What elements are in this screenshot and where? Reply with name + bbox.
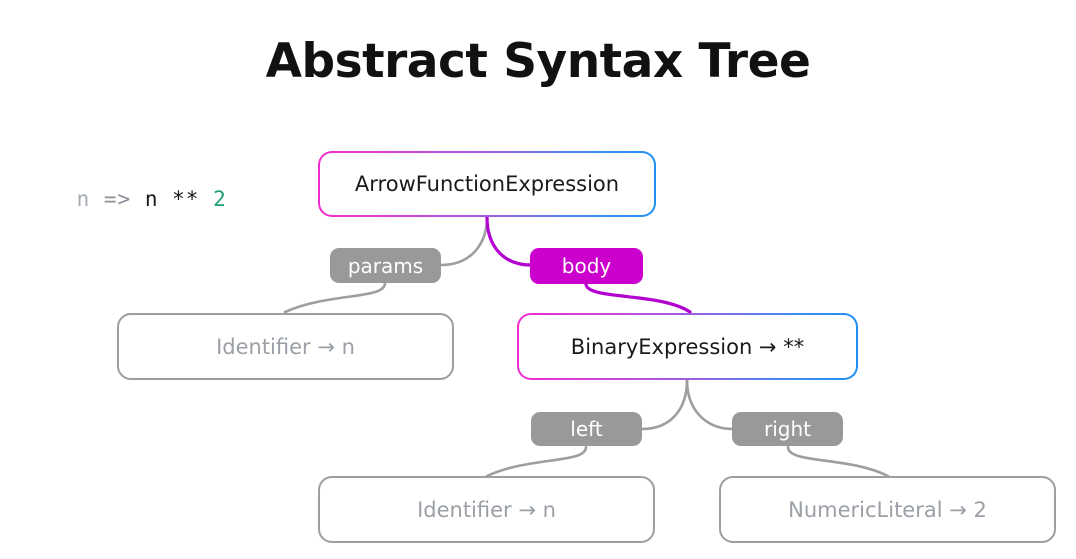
code-snippet: n => n ** 2 — [22, 163, 227, 235]
code-token-parameter: n — [76, 187, 91, 211]
edge-label-params[interactable]: params — [330, 248, 441, 283]
edge-path-body-to-child — [584, 282, 692, 314]
code-token-arrow-operator: => — [103, 187, 132, 211]
node-arrow-function-expression[interactable]: ArrowFunctionExpression — [318, 151, 656, 217]
node-identifier-left[interactable]: Identifier → n — [318, 476, 655, 543]
edge-path-params-to-child — [283, 281, 387, 314]
edge-label-body[interactable]: body — [530, 248, 643, 284]
edge-path-right — [685, 378, 735, 431]
node-binary-expression[interactable]: BinaryExpression → ** — [517, 313, 858, 380]
edge-path-left — [640, 378, 689, 431]
edge-label-left[interactable]: left — [531, 412, 642, 446]
edge-path-params — [439, 215, 489, 267]
edge-label-right[interactable]: right — [732, 412, 843, 446]
code-token-operator: ** — [172, 187, 200, 211]
edge-path-right-to-child — [786, 445, 890, 478]
node-numeric-literal[interactable]: NumericLiteral → 2 — [719, 476, 1056, 543]
edge-path-left-to-child — [485, 445, 588, 478]
edge-path-body — [485, 215, 533, 267]
page-title: Abstract Syntax Tree — [265, 34, 811, 89]
code-token-numeric-literal: 2 — [213, 187, 227, 211]
code-token-identifier: n — [144, 187, 159, 211]
node-identifier-param[interactable]: Identifier → n — [117, 313, 454, 380]
